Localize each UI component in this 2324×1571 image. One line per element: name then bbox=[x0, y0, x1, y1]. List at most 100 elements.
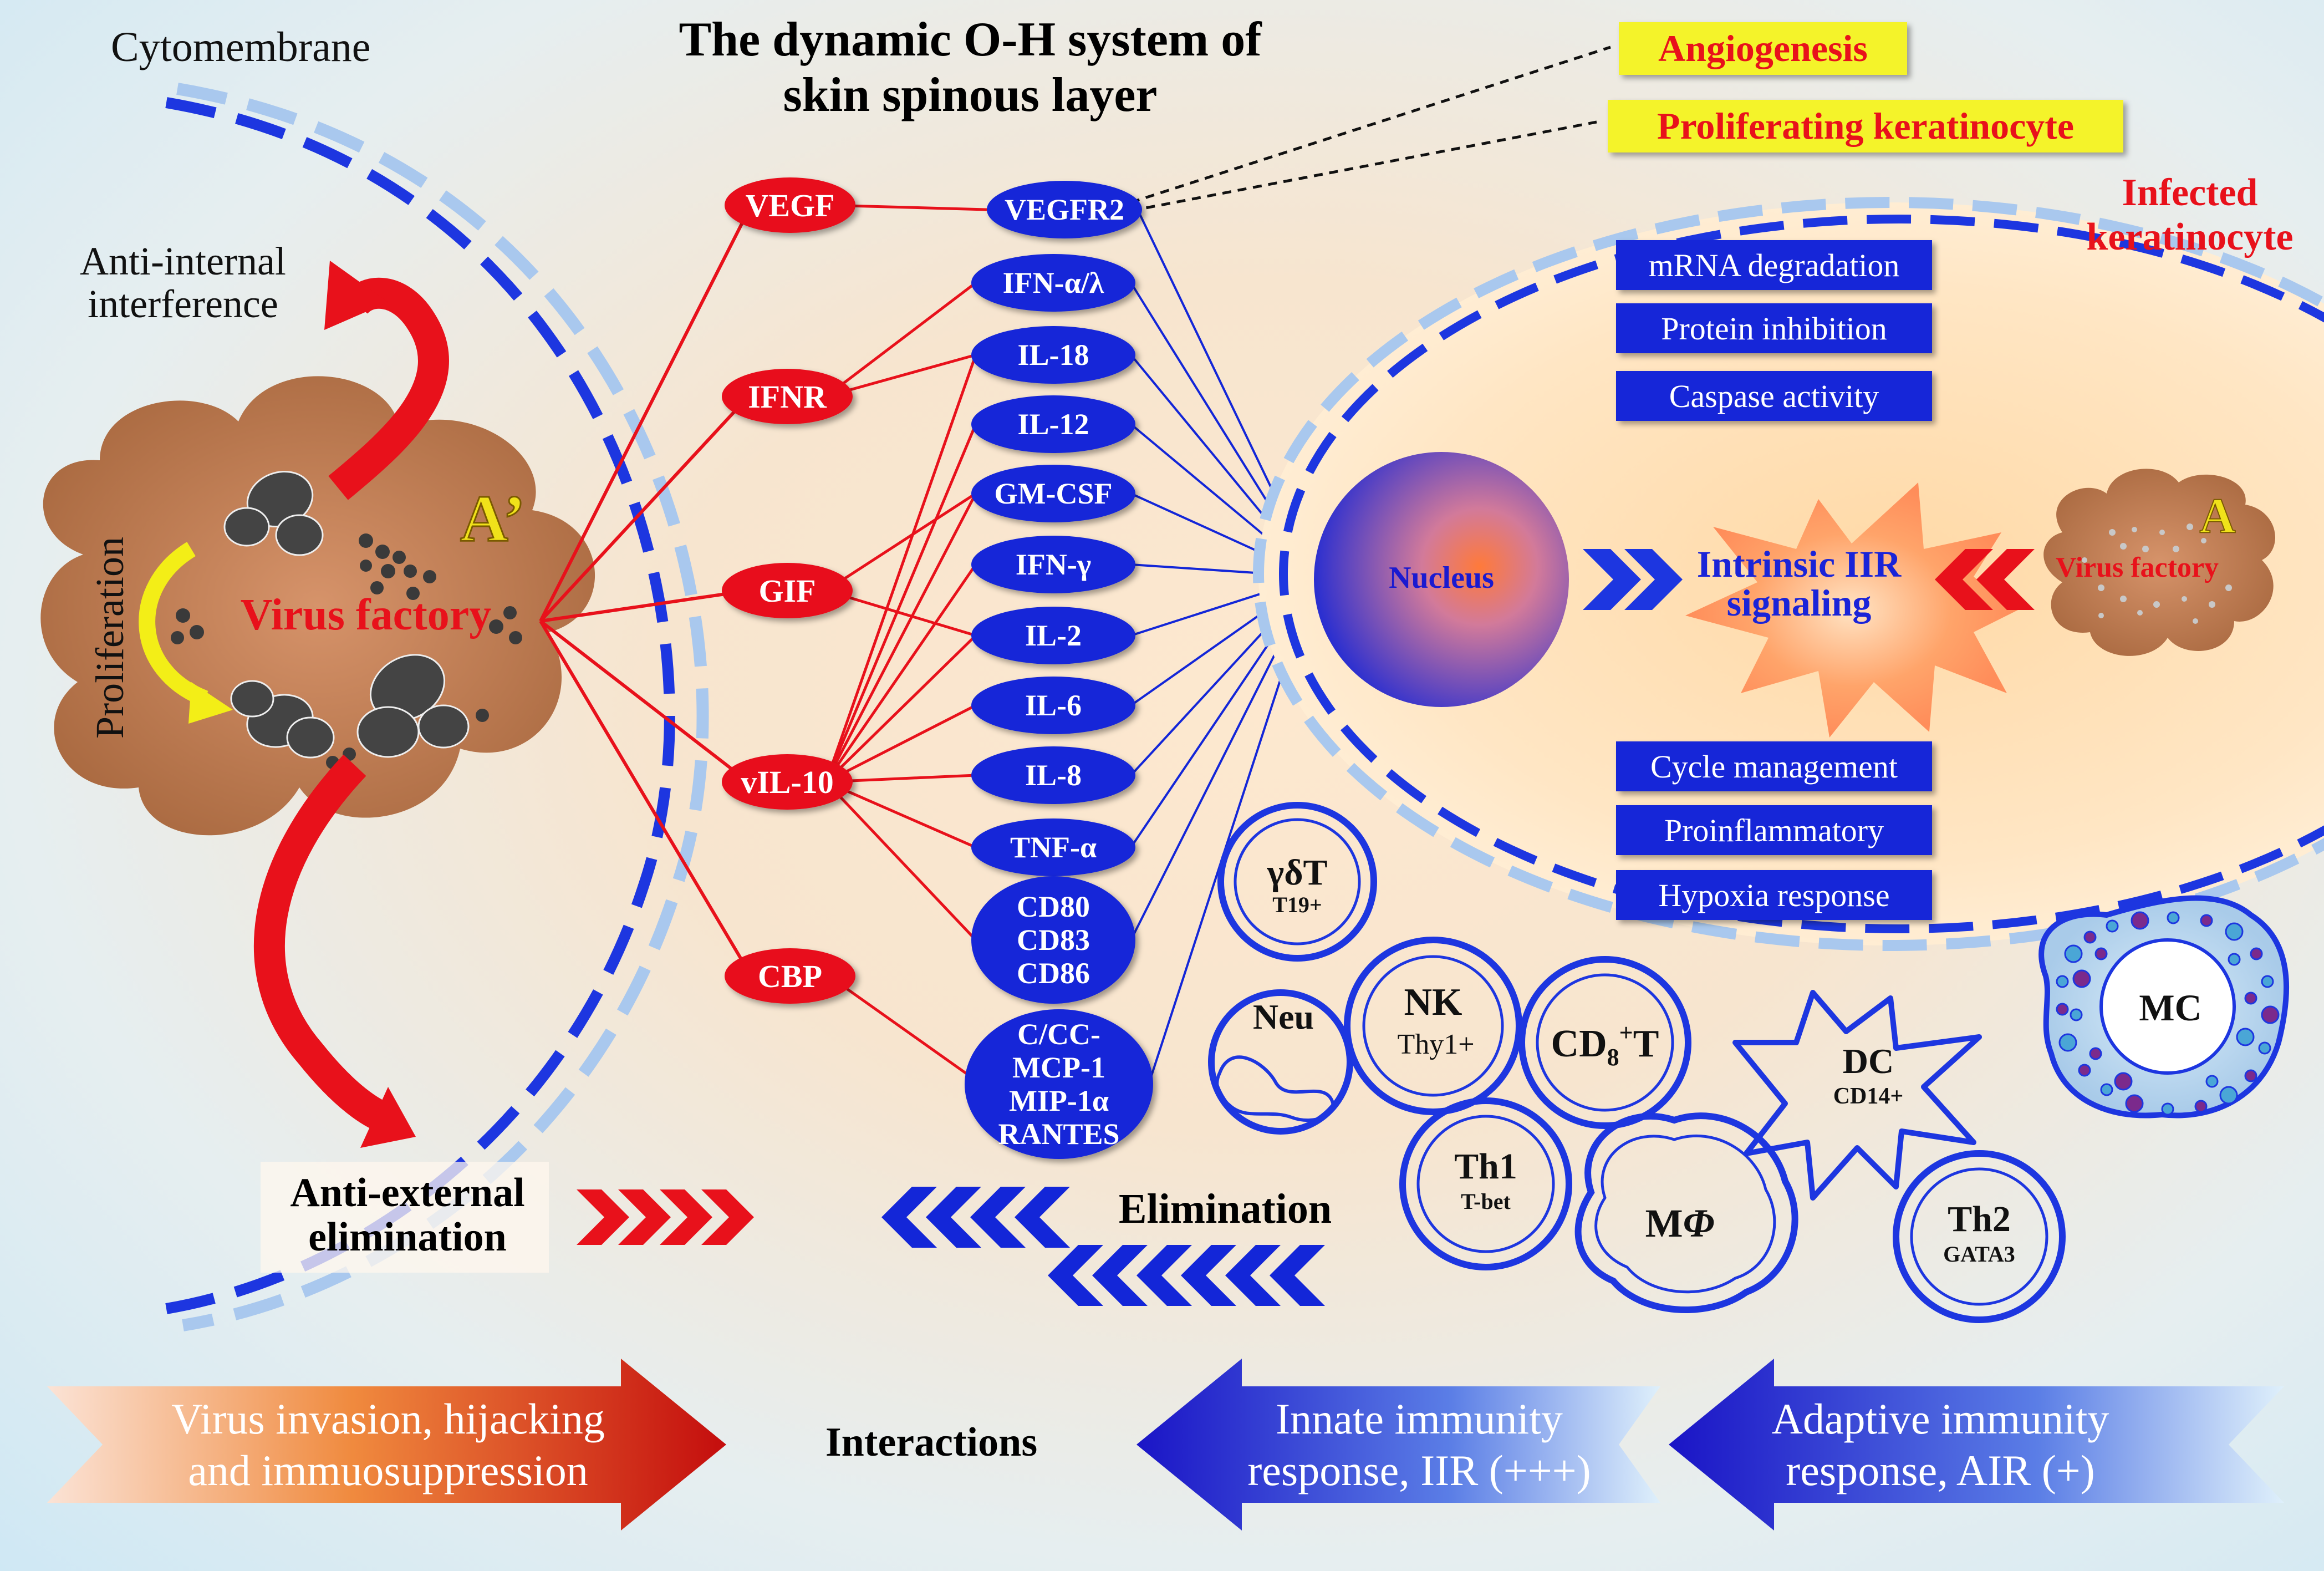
anti-internal-line2: interference bbox=[88, 282, 278, 326]
link-vil10-tnfa bbox=[825, 780, 977, 849]
virus-invasion-arrow bbox=[47, 1359, 726, 1531]
link-vil10-ifng bbox=[824, 563, 977, 783]
link-vil10-cd80 bbox=[825, 781, 977, 941]
host-factor-label: VEGFR2 bbox=[1005, 193, 1124, 226]
host-factor-gmcsf: GM-CSF bbox=[971, 465, 1135, 522]
response-label: Hypoxia response bbox=[1658, 877, 1889, 913]
response-label: Protein inhibition bbox=[1661, 311, 1887, 347]
adaptive-immunity-arrow bbox=[1669, 1359, 2284, 1531]
a-label-right: A bbox=[2200, 489, 2236, 543]
link-factory-vegf bbox=[539, 204, 753, 622]
mphi-name: M bbox=[1645, 1201, 1683, 1245]
gdt-name: γδT bbox=[1266, 852, 1327, 893]
response-box-5: Hypoxia response bbox=[1616, 870, 1932, 920]
virus-factory-cloud-left bbox=[40, 376, 595, 836]
nucleus bbox=[1314, 452, 1569, 707]
host-factor-label: IL-18 bbox=[1017, 338, 1089, 372]
link-factory-gif bbox=[540, 589, 749, 623]
link-factory-ifnr bbox=[539, 395, 750, 623]
host-factor-label: MIP-1α bbox=[1009, 1084, 1109, 1117]
th2-name: Th2 bbox=[1948, 1199, 2011, 1239]
link-factory-vil10 bbox=[539, 619, 750, 784]
host-factor-tnfa: TNF-α bbox=[971, 818, 1135, 876]
nk-marker: Thy1+ bbox=[1397, 1029, 1474, 1060]
anti-external-line1: Anti-external bbox=[290, 1170, 524, 1216]
link-cbp-ccl bbox=[828, 974, 982, 1086]
host-factor-il18: IL-18 bbox=[971, 326, 1135, 384]
viral-protein-label: vIL-10 bbox=[741, 764, 834, 800]
dc-name: DC bbox=[1843, 1041, 1894, 1081]
dc-cell bbox=[1732, 990, 1982, 1201]
host-factor-label: C/CC- bbox=[1017, 1018, 1100, 1051]
cd8-subscript: 8 bbox=[1607, 1044, 1619, 1071]
virus-factory-label-right: Virus factory bbox=[2056, 552, 2219, 583]
link-vil10-il6 bbox=[825, 704, 977, 784]
host-factor-label: IL-6 bbox=[1025, 689, 1082, 722]
response-label: Proinflammatory bbox=[1664, 812, 1884, 848]
nucleus-chevrons bbox=[1583, 549, 1683, 610]
nk-name: NK bbox=[1404, 981, 1462, 1024]
mc-name: MC bbox=[2139, 987, 2201, 1029]
cd8-label: CD8+T bbox=[1551, 1019, 1659, 1071]
response-box-1: Protein inhibition bbox=[1616, 303, 1932, 353]
link-ifnr-il18 bbox=[825, 353, 976, 398]
host-factor-il6: IL-6 bbox=[971, 677, 1135, 734]
link-gif-il2 bbox=[825, 589, 976, 637]
signaling-burst bbox=[1685, 482, 2018, 738]
a-prime-label: A’ bbox=[460, 481, 526, 555]
gdt-marker: T19+ bbox=[1272, 892, 1322, 917]
anti-external-arrow bbox=[253, 754, 396, 1135]
innate-line2: response, IIR (+++) bbox=[1247, 1446, 1591, 1494]
th2-cell bbox=[1893, 1150, 2066, 1323]
elimination-label: Elimination bbox=[1119, 1186, 1332, 1232]
infected-keratinocyte-line2: keratinocyte bbox=[2086, 216, 2293, 258]
nucleus-label: Nucleus bbox=[1389, 561, 1494, 595]
host-factor-label: IL-8 bbox=[1025, 759, 1082, 792]
mphi-label: MΦ bbox=[1645, 1201, 1715, 1245]
th1-marker: T-bet bbox=[1461, 1189, 1511, 1214]
viral-protein-vegf: VEGF bbox=[725, 177, 855, 233]
host-factor-label: MCP-1 bbox=[1012, 1051, 1105, 1084]
response-label: mRNA degradation bbox=[1649, 247, 1900, 283]
cd8-superscript: + bbox=[1619, 1019, 1633, 1046]
signaling-line2: signaling bbox=[1727, 582, 1872, 624]
nk-cell bbox=[1344, 937, 1522, 1115]
th2-marker: GATA3 bbox=[1943, 1242, 2015, 1267]
host-factor-vegfr2: VEGFR2 bbox=[987, 181, 1142, 238]
viral-protein-label: GIF bbox=[758, 573, 816, 609]
host-factor-il2: IL-2 bbox=[971, 607, 1135, 664]
blue-chevrons-top bbox=[881, 1187, 1070, 1248]
adaptive-line1: Adaptive immunity bbox=[1772, 1395, 2109, 1443]
innate-line1: Innate immunity bbox=[1276, 1395, 1563, 1443]
th1-cell bbox=[1399, 1097, 1572, 1270]
innate-immunity-arrow bbox=[1136, 1359, 1660, 1531]
dash-to-angiogenesis bbox=[1130, 45, 1611, 204]
viral-protein-label: IFNR bbox=[748, 379, 827, 415]
link-factory-cbp bbox=[539, 620, 753, 977]
link-vil10-il2 bbox=[825, 634, 977, 783]
proliferation-label: Proliferation bbox=[88, 537, 132, 739]
host-factor-il12: IL-12 bbox=[971, 395, 1135, 453]
host-factor-label: IFN-γ bbox=[1016, 548, 1091, 581]
angiogenesis-label: Angiogenesis bbox=[1658, 27, 1868, 69]
red-chevrons bbox=[577, 1189, 754, 1245]
signaling-line1: Intrinsic IIR bbox=[1697, 543, 1902, 585]
host-factor-label: IFN-α/λ bbox=[1003, 266, 1104, 299]
neu-cell bbox=[1208, 989, 1353, 1135]
link-vil10-il18 bbox=[824, 354, 977, 782]
immune-cells: γδT T19+ Neu NK Thy1+ CD8+T Th1 T-bet MΦ… bbox=[1208, 802, 2290, 1323]
proliferation-arrow bbox=[139, 542, 208, 706]
anti-internal-arrow bbox=[328, 277, 449, 500]
neu-name: Neu bbox=[1253, 997, 1314, 1036]
th1-name: Th1 bbox=[1454, 1146, 1517, 1187]
host-factor-label: IL-12 bbox=[1017, 408, 1089, 441]
viral-protein-label: VEGF bbox=[745, 187, 834, 223]
response-box-0: mRNA degradation bbox=[1616, 240, 1932, 290]
factory-chevrons bbox=[1935, 549, 2035, 610]
host-factor-ifng: IFN-γ bbox=[971, 536, 1135, 593]
host-factor-il8: IL-8 bbox=[971, 746, 1135, 804]
cd8-suffix: T bbox=[1633, 1023, 1659, 1065]
